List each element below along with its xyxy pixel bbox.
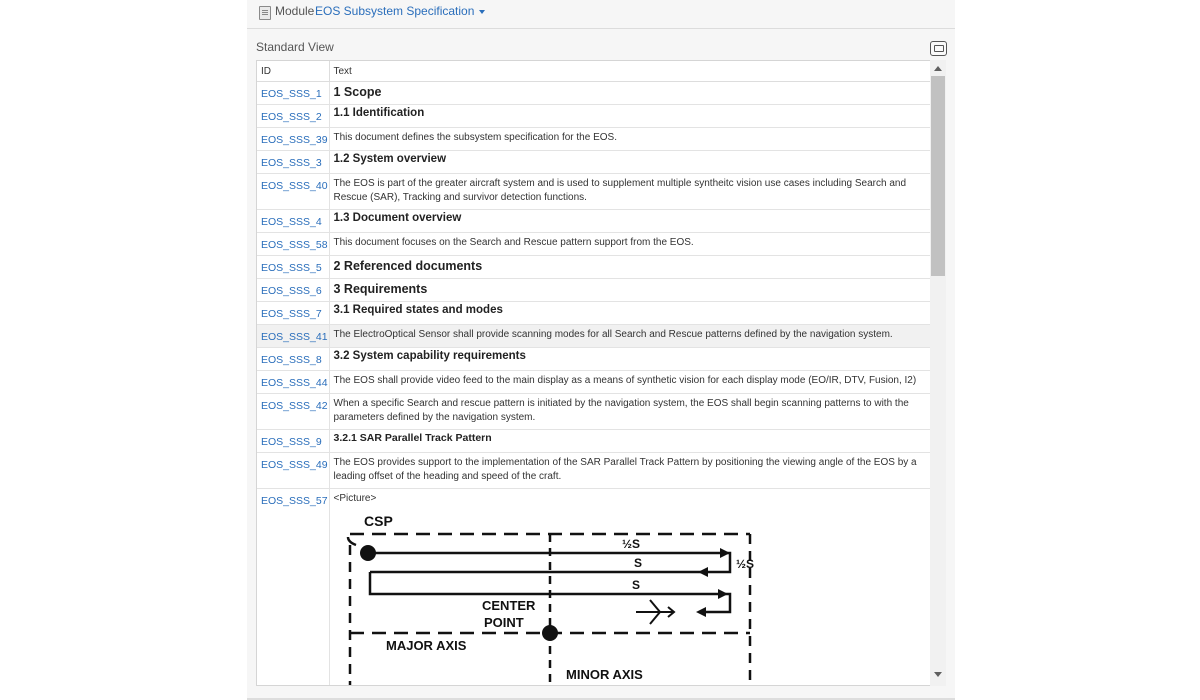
column-header-text[interactable]: Text	[329, 61, 931, 82]
row-id-link[interactable]: EOS_SSS_8	[257, 347, 330, 371]
picture-placeholder-text: <Picture>	[333, 493, 377, 504]
row-text[interactable]: The ElectroOptical Sensor shall provide …	[329, 324, 931, 348]
row-id-link[interactable]: EOS_SSS_41	[257, 324, 330, 348]
row-text[interactable]: The EOS is part of the greater aircraft …	[329, 173, 931, 210]
module-name[interactable]: EOS Subsystem Specification	[315, 4, 475, 18]
row-id-link[interactable]: EOS_SSS_58	[257, 232, 330, 256]
row-id-link[interactable]: EOS_SSS_3	[257, 150, 330, 174]
row-text[interactable]: 3.2.1 SAR Parallel Track Pattern	[329, 429, 931, 453]
label-s-2: S	[632, 578, 640, 592]
row-id-link[interactable]: EOS_SSS_6	[257, 278, 330, 302]
row-id-link[interactable]: EOS_SSS_44	[257, 370, 330, 394]
row-text[interactable]: This document defines the subsystem spec…	[329, 127, 931, 151]
row-text[interactable]: The EOS provides support to the implemen…	[329, 452, 931, 489]
row-id-link[interactable]: EOS_SSS_1	[257, 81, 330, 105]
row-text[interactable]: 2 Referenced documents	[329, 255, 931, 279]
scroll-thumb[interactable]	[931, 76, 945, 276]
center-point-marker	[541, 625, 558, 641]
module-header: Module EOS Subsystem Specification	[247, 0, 955, 29]
row-text[interactable]: This document focuses on the Search and …	[329, 232, 931, 256]
module-panel: Module EOS Subsystem Specification Stand…	[247, 0, 955, 700]
row-id-link[interactable]: EOS_SSS_57	[257, 488, 330, 685]
row-text[interactable]: 1 Scope	[329, 81, 931, 105]
module-label: Module	[275, 4, 315, 18]
row-id-link[interactable]: EOS_SSS_4	[257, 209, 330, 233]
scroll-down-arrow-icon[interactable]	[934, 672, 942, 677]
row-id-link[interactable]: EOS_SSS_49	[257, 452, 330, 489]
row-id-link[interactable]: EOS_SSS_42	[257, 393, 330, 430]
row-text[interactable]: 3.1 Required states and modes	[329, 301, 931, 325]
picture-cell[interactable]: <Picture>	[329, 488, 931, 685]
row-id-link[interactable]: EOS_SSS_40	[257, 173, 330, 210]
row-id-link[interactable]: EOS_SSS_2	[257, 104, 330, 128]
row-text[interactable]: 3 Requirements	[329, 278, 931, 302]
column-header-id[interactable]: ID	[257, 61, 330, 82]
document-icon	[259, 6, 271, 20]
label-half-s-right: ½S	[736, 557, 754, 571]
csp-marker	[359, 545, 376, 561]
label-s-1: S	[634, 556, 642, 570]
row-text[interactable]: 1.1 Identification	[329, 104, 931, 128]
view-title: Standard View	[256, 40, 334, 54]
vertical-scrollbar[interactable]	[930, 60, 946, 686]
table-row[interactable]: EOS_SSS_39 This document defines the sub…	[257, 127, 931, 151]
comment-icon	[934, 45, 944, 52]
row-id-link[interactable]: EOS_SSS_7	[257, 301, 330, 325]
row-id-link[interactable]: EOS_SSS_9	[257, 429, 330, 453]
label-point: POINT	[484, 615, 524, 630]
row-text[interactable]: 3.2 System capability requirements	[329, 347, 931, 371]
row-id-link[interactable]: EOS_SSS_39	[257, 127, 330, 151]
row-text[interactable]: When a specific Search and rescue patter…	[329, 393, 931, 430]
row-text[interactable]: 1.3 Document overview	[329, 209, 931, 233]
panel-bottom-border	[247, 698, 955, 700]
row-text[interactable]: The EOS shall provide video feed to the …	[329, 370, 931, 394]
label-half-s-top: ½S	[622, 537, 640, 551]
scroll-up-arrow-icon[interactable]	[934, 66, 942, 71]
label-minor-axis: MINOR AXIS	[566, 667, 643, 682]
label-center: CENTER	[482, 598, 536, 613]
comment-button[interactable]	[930, 41, 947, 56]
label-major-axis: MAJOR AXIS	[386, 638, 467, 653]
row-text[interactable]: 1.2 System overview	[329, 150, 931, 174]
module-name-dropdown[interactable]: EOS Subsystem Specification	[315, 4, 486, 18]
aircraft-icon	[635, 599, 676, 625]
row-id-link[interactable]: EOS_SSS_5	[257, 255, 330, 279]
table-row[interactable]: EOS_SSS_57 <Picture>	[257, 488, 931, 685]
label-csp: CSP	[364, 513, 393, 529]
sar-parallel-track-diagram: CSP ½S S S ½S CENTER POINT MAJOR AXIS MI…	[346, 513, 754, 685]
caret-down-icon[interactable]	[479, 9, 486, 14]
